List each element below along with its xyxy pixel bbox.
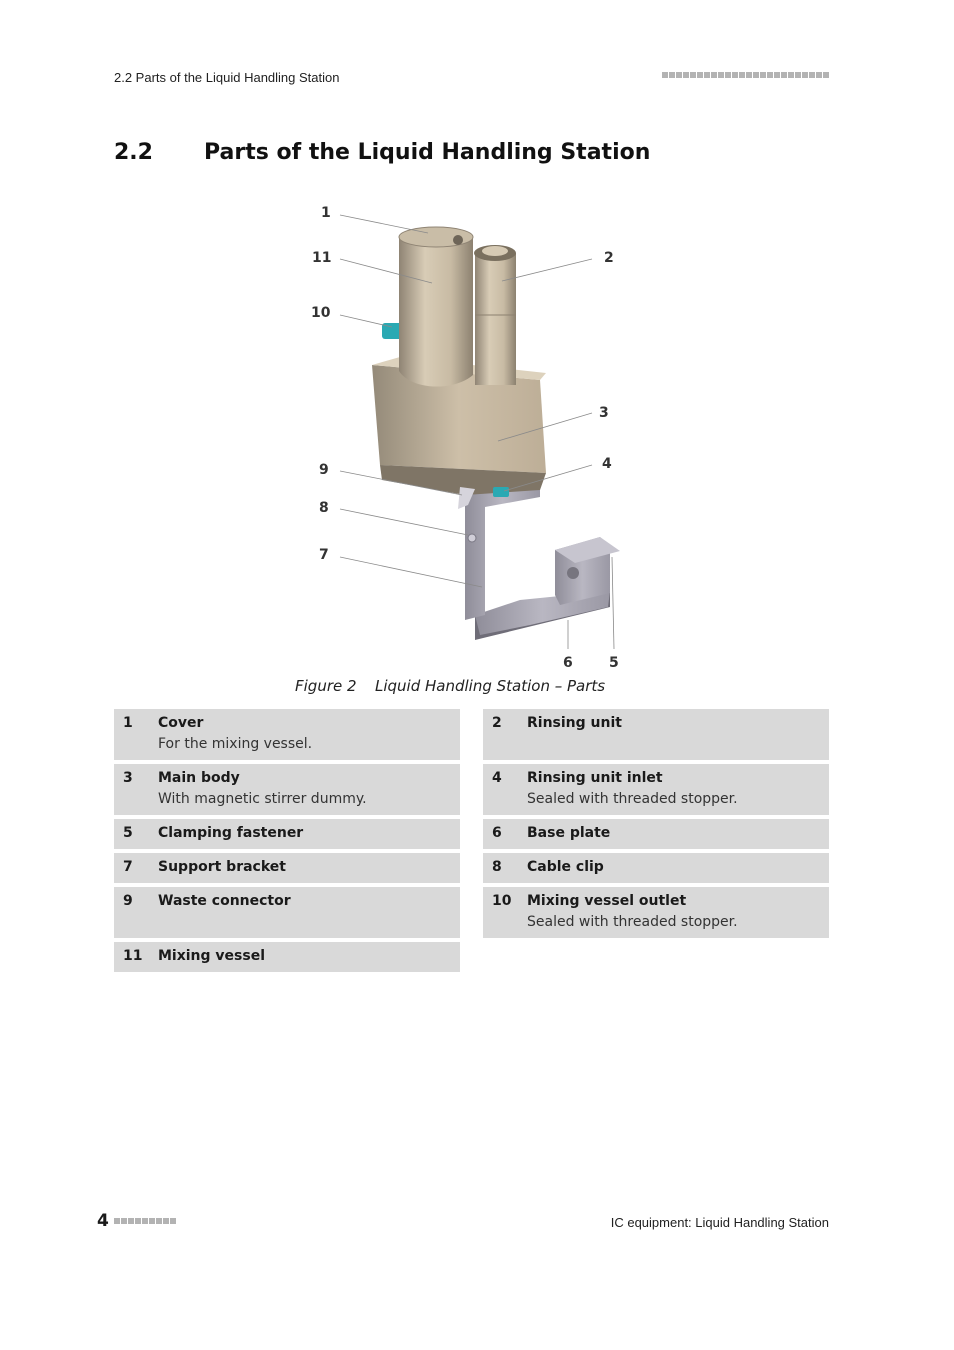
support-bracket [465, 482, 540, 620]
section-heading: 2.2 Parts of the Liquid Handling Station [114, 140, 650, 165]
callout-leader-lines [339, 214, 615, 650]
section-number: 2.2 [114, 140, 153, 165]
legend-item-number: 7 [123, 859, 133, 875]
legend-item-number: 2 [492, 715, 502, 731]
legend-item-number: 5 [123, 825, 133, 841]
footer-dots-decoration [114, 1218, 176, 1224]
legend-item: 2 Rinsing unit [483, 709, 829, 760]
main-body [372, 365, 546, 473]
legend-item: 5 Clamping fastener [114, 819, 460, 849]
callout-9: 9 [319, 462, 329, 478]
legend-item-title: Mixing vessel [158, 948, 266, 964]
callout-6: 6 [563, 655, 573, 671]
running-header: 2.2 Parts of the Liquid Handling Station [114, 70, 340, 85]
legend-item-title: Cable clip [527, 859, 604, 875]
legend-item-title: Base plate [527, 825, 611, 841]
legend-item: 8 Cable clip [483, 853, 829, 883]
legend-item-description: Sealed with threaded stopper. [527, 914, 738, 930]
legend-item-number: 6 [492, 825, 502, 841]
section-title: Parts of the Liquid Handling Station [204, 140, 651, 165]
rinsing-unit [475, 253, 516, 385]
legend-item-number: 4 [492, 770, 502, 786]
legend-empty-cell [483, 942, 829, 972]
callout-11: 11 [312, 250, 332, 266]
callout-10: 10 [311, 305, 331, 321]
legend-item-title: Main body [158, 770, 240, 786]
header-dots-decoration [662, 72, 829, 78]
callout-1: 1 [321, 205, 331, 221]
base-plate [475, 591, 610, 635]
legend-item-description: For the mixing vessel. [158, 736, 313, 752]
clamp-screw-icon [567, 567, 579, 579]
legend-item-title: Cover [158, 715, 204, 731]
footer-document-title: IC equipment: Liquid Handling Station [610, 1215, 829, 1230]
legend-item: 11 Mixing vessel [114, 942, 460, 972]
legend-item: 9 Waste connector [114, 887, 460, 938]
legend-item-title: Rinsing unit inlet [527, 770, 663, 786]
figure-label: Figure 2 [295, 677, 357, 695]
liquid-handling-station-illustration [339, 214, 620, 650]
cable-clip-icon [467, 533, 477, 543]
legend-item-description: Sealed with threaded stopper. [527, 791, 738, 807]
legend-item-title: Rinsing unit [527, 715, 622, 731]
callout-4: 4 [602, 456, 612, 472]
legend-item-number: 1 [123, 715, 133, 731]
mixing-vessel-outlet-stopper [382, 323, 402, 339]
figure-caption-text: Liquid Handling Station – Parts [375, 677, 606, 695]
callout-5: 5 [609, 655, 619, 671]
legend-item-number: 3 [123, 770, 133, 786]
callout-2: 2 [604, 250, 614, 266]
legend-item-number: 9 [123, 893, 133, 909]
callout-3: 3 [599, 405, 609, 421]
parts-figure: 1 11 10 2 3 9 4 8 7 6 5 [290, 195, 670, 680]
legend-item-title: Support bracket [158, 859, 286, 875]
mixing-vessel [399, 237, 473, 387]
rinsing-unit-inlet-stopper [493, 487, 509, 497]
legend-item-number: 8 [492, 859, 502, 875]
waste-connector [458, 487, 475, 509]
callout-7: 7 [319, 547, 329, 563]
legend-item-title: Mixing vessel outlet [527, 893, 687, 909]
legend-item-title: Waste connector [158, 893, 291, 909]
legend-item: 6 Base plate [483, 819, 829, 849]
figure-caption: Figure 2 Liquid Handling Station – Parts [295, 677, 605, 695]
legend-item-description: With magnetic stirrer dummy. [158, 791, 367, 807]
legend-item: 7 Support bracket [114, 853, 460, 883]
legend-item-number: 10 [492, 893, 512, 909]
legend-item-title: Clamping fastener [158, 825, 304, 841]
legend-item-number: 11 [123, 948, 143, 964]
page-number: 4 [97, 1211, 109, 1231]
callout-8: 8 [319, 500, 329, 516]
